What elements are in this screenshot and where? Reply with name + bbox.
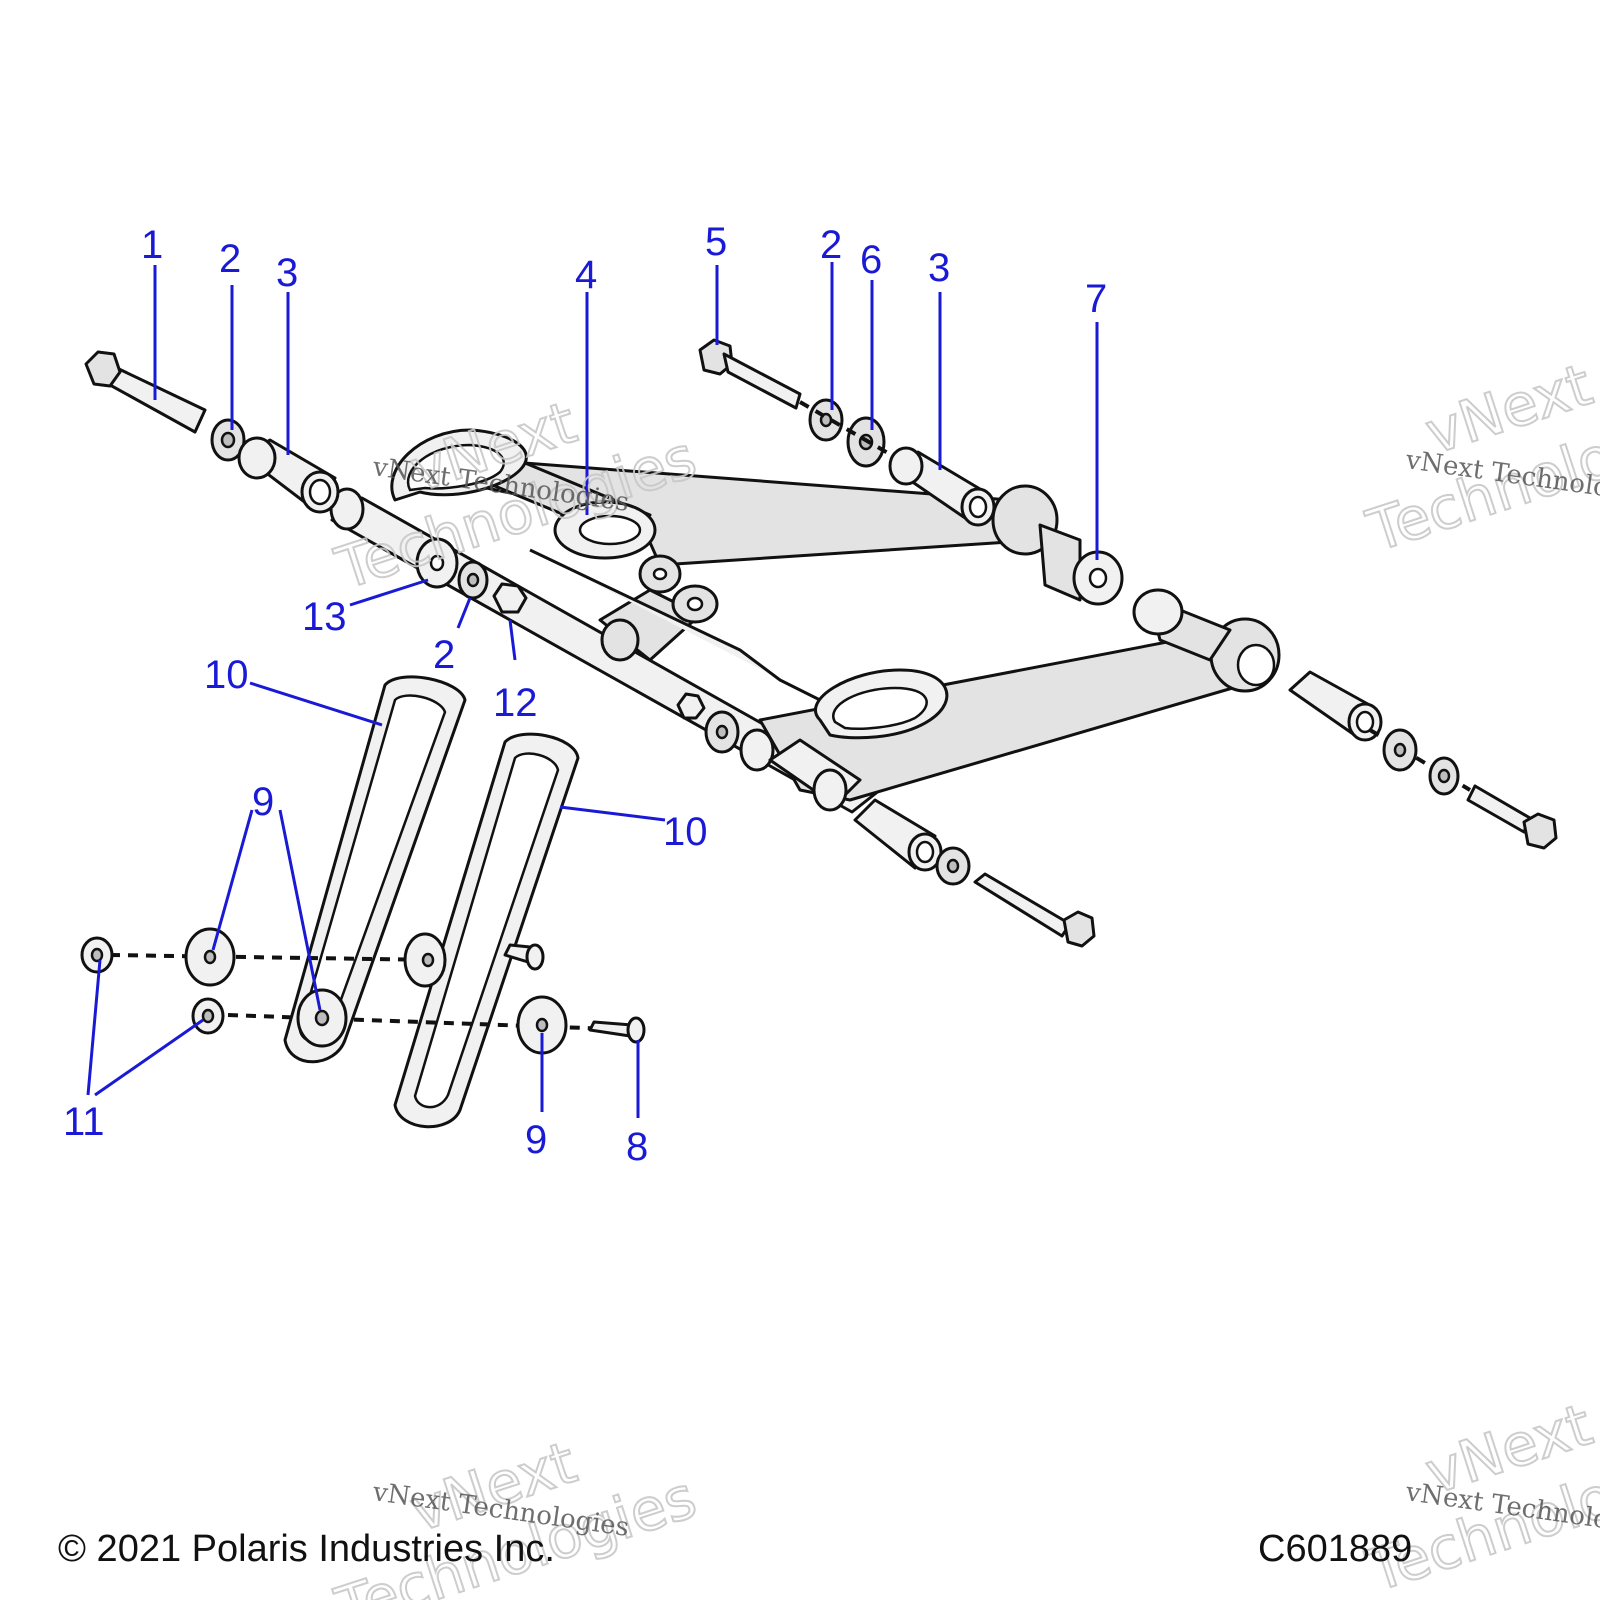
washer-item-9-upper [184, 927, 236, 987]
callout-1: 1 [141, 223, 163, 267]
bolt-rear-right [1466, 784, 1558, 850]
bolt-item-5 [698, 338, 802, 410]
nut-item-12 [492, 582, 528, 614]
callouts: 1 2 3 4 5 2 6 3 7 13 2 12 10 10 9 11 9 8 [63, 220, 1107, 1169]
bushing-rear-right [1288, 670, 1383, 742]
callout-2-center: 2 [433, 633, 455, 677]
nut-item-11-lower [191, 997, 225, 1035]
callout-5: 5 [705, 220, 727, 264]
bushing-item-3-left [237, 436, 340, 514]
washers-rear-right [1382, 728, 1460, 796]
callout-10-left: 10 [204, 653, 249, 697]
front-pivot-hardware [676, 692, 862, 812]
line-art [80, 338, 1558, 1129]
a-arm-front [758, 588, 1281, 802]
callout-2-left: 2 [219, 237, 241, 281]
washer-item-13 [415, 537, 459, 589]
bushing-item-3-front [853, 798, 943, 872]
callout-4: 4 [575, 253, 597, 297]
callout-11: 11 [63, 1100, 105, 1144]
callout-2-right: 2 [820, 223, 842, 267]
washer-item-2-center [457, 560, 489, 600]
callout-3-right: 3 [928, 246, 950, 290]
watermark-top-right: vNext Technologies [1358, 349, 1600, 566]
callout-9-upper: 9 [252, 780, 274, 824]
callout-9-lower: 9 [525, 1118, 547, 1162]
bolt-item-1 [84, 350, 207, 434]
washer-item-2-left [210, 418, 246, 462]
callout-7: 7 [1085, 277, 1107, 321]
center-bracket [529, 548, 821, 702]
bolt-item-8 [588, 1016, 646, 1044]
callout-10-right: 10 [663, 810, 708, 854]
callout-12: 12 [493, 681, 538, 725]
washer-front-lower [935, 846, 971, 886]
washer-item-9-center [296, 988, 348, 1048]
nut-item-11-upper [80, 936, 114, 974]
callout-13: 13 [302, 595, 347, 639]
copyright-notice: © 2021 Polaris Industries Inc. [58, 1528, 555, 1570]
figure-id: C601889 [1258, 1528, 1413, 1570]
washer-upper-right [403, 932, 447, 988]
bolt-front-lower [973, 872, 1096, 948]
a-arm-rear [390, 428, 1124, 606]
washer-item-2-right [808, 398, 844, 442]
leader-lines [86, 262, 1099, 1118]
callout-6: 6 [860, 238, 882, 282]
strap-item-10-right [393, 732, 580, 1129]
callout-3-left: 3 [276, 251, 298, 295]
bolt-upper-right [503, 943, 545, 971]
bushing-item-3-right [888, 446, 996, 527]
strap-item-10-left [283, 675, 467, 1064]
callout-8: 8 [626, 1125, 648, 1169]
